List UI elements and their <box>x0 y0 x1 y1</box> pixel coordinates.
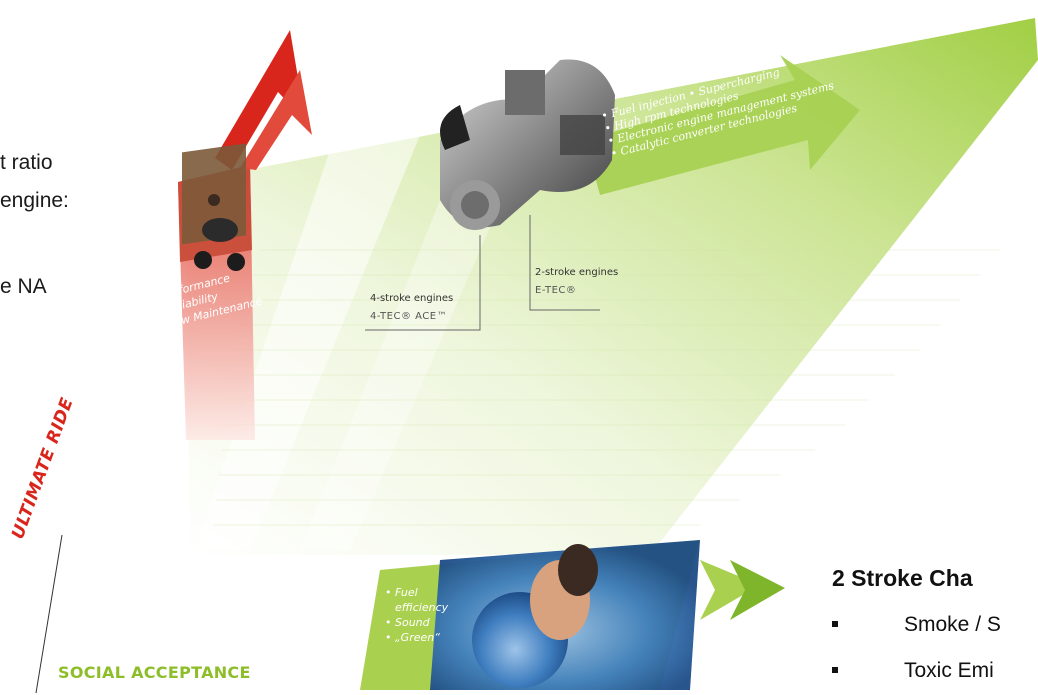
bullet-square-icon <box>832 621 838 627</box>
social-item: • Fuel <box>385 586 418 599</box>
bullet-square-icon <box>832 667 838 673</box>
social-item: • „Green“ <box>385 631 440 644</box>
left-text-line-1: t ratio <box>0 151 53 174</box>
right-panel-bullet: Smoke / S <box>832 613 1038 639</box>
right-panel-bullet: Toxic Emi <box>832 659 1038 685</box>
right-panel-heading: 2 Stroke Cha <box>832 565 973 591</box>
social-acceptance-list: • Fuel efficiency • Sound • „Green“ <box>385 585 448 645</box>
two-stroke-title: 2-stroke engines <box>535 267 619 278</box>
social-acceptance-label: SOCIAL ACCEPTANCE <box>58 663 251 682</box>
four-stroke-title: 4-stroke engines <box>370 293 454 304</box>
bullet-text: Smoke / S <box>904 613 1001 636</box>
left-text-line-2: engine: <box>0 189 69 212</box>
social-item: • Sound <box>385 616 430 629</box>
bullet-text: Toxic Emi <box>904 659 994 682</box>
left-text-line-3: e NA <box>0 275 47 298</box>
social-item: efficiency <box>395 601 449 614</box>
four-stroke-name: 4-TEC® ACE™ <box>370 311 448 322</box>
two-stroke-name: E-TEC® <box>535 285 577 296</box>
